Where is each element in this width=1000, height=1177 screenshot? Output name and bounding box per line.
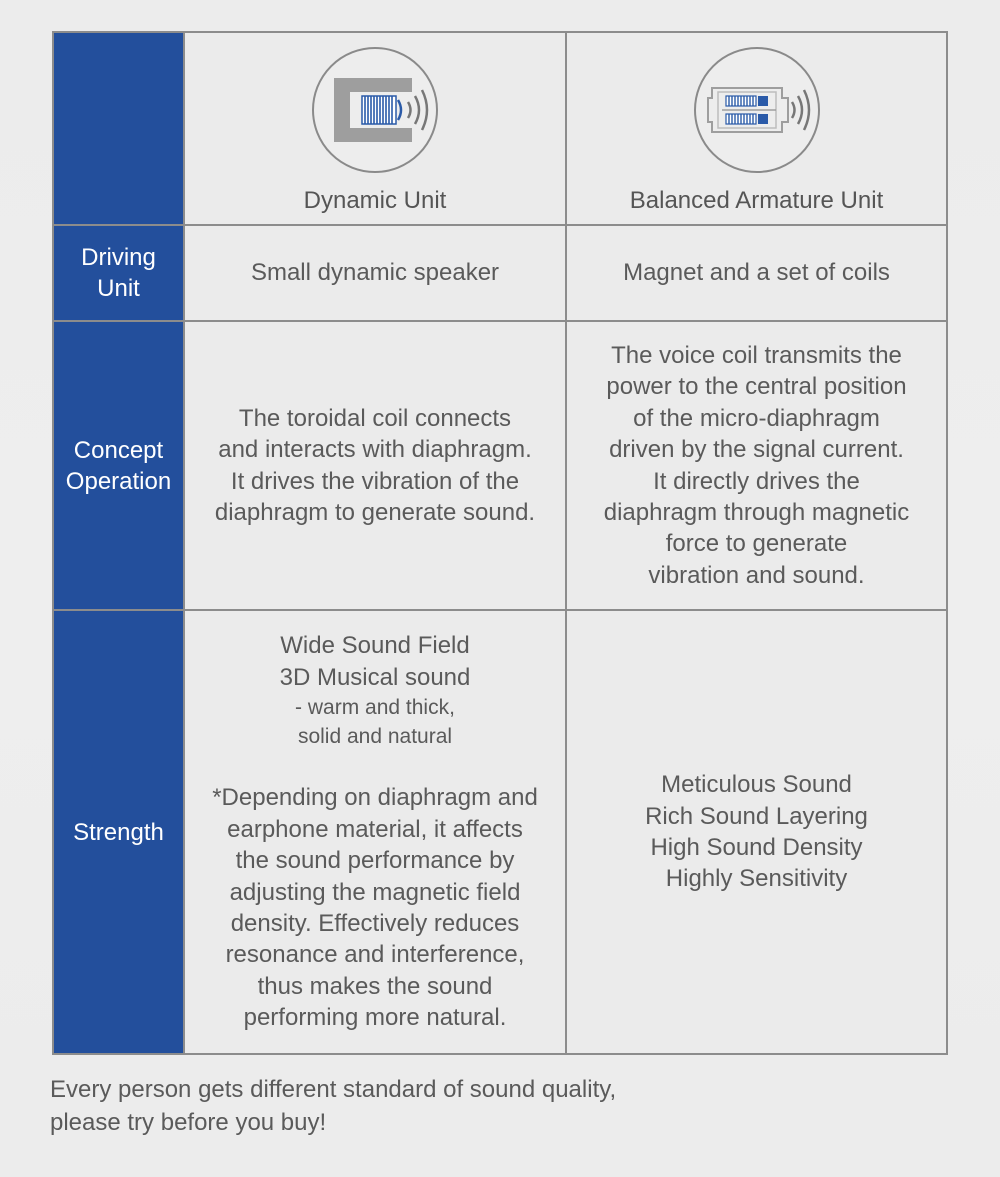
comparison-table: Dynamic Unit [52, 31, 948, 1055]
row-label-line: Concept [73, 436, 164, 464]
text-line: vibration and sound. [648, 561, 865, 589]
text-line: Meticulous Sound [661, 771, 852, 799]
row-label-line: Operation [65, 467, 172, 495]
text-line: Rich Sound Layering [645, 802, 868, 830]
balanced-armature-icon [693, 47, 820, 173]
strength-dynamic: Wide Sound Field 3D Musical sound - warm… [185, 611, 567, 1053]
text-line: It drives the vibration of the [230, 467, 520, 495]
footer-line: Every person gets different standard of … [50, 1076, 617, 1103]
text-line: earphone material, it affects [227, 815, 523, 843]
text-line: resonance and interference, [225, 941, 525, 969]
header-dynamic-unit: Dynamic Unit [185, 33, 567, 226]
driving-unit-balanced-armature: Magnet and a set of coils [567, 226, 946, 322]
text-line: power to the central position [606, 373, 907, 401]
header-label-balanced-armature: Balanced Armature Unit [629, 187, 884, 214]
text-line: 3D Musical sound [279, 663, 471, 691]
spacer [212, 751, 538, 782]
text-line: The toroidal coil connects [238, 404, 512, 432]
text-line: of the micro-diaphragm [633, 404, 880, 432]
row-label-concept-operation: Concept Operation [54, 322, 185, 611]
text-line: Highly Sensitivity [665, 865, 848, 893]
text-line-small: - warm and thick, [295, 696, 455, 720]
text-line: the sound performance by [235, 847, 515, 875]
text-line: diaphragm through magnetic [603, 498, 910, 526]
row-label-strength: Strength [54, 611, 185, 1053]
driving-unit-dynamic: Small dynamic speaker [185, 226, 567, 322]
text-line: High Sound Density [650, 834, 863, 861]
row-label-line: Driving [81, 244, 156, 271]
row-label-line: Unit [97, 275, 140, 302]
text-line: thus makes the sound [257, 972, 493, 1000]
concept-operation-dynamic: The toroidal coil connects and interacts… [185, 322, 567, 611]
footer-line: please try before you buy! [50, 1109, 327, 1136]
footer-note: Every person gets different standard of … [50, 1073, 616, 1139]
text-line: and interacts with diaphragm. [218, 436, 532, 464]
text-line: adjusting the magnetic field [229, 878, 521, 906]
text-line: It directly drives the [653, 467, 860, 495]
text-line-small: solid and natural [297, 725, 453, 749]
dynamic-driver-icon [312, 47, 438, 173]
header-balanced-armature-unit: Balanced Armature Unit [567, 33, 946, 226]
header-label-dynamic: Dynamic Unit [303, 187, 447, 214]
concept-operation-balanced-armature: The voice coil transmits the power to th… [567, 322, 946, 611]
text-line: density. Effectively reduces [230, 909, 520, 937]
text-line: performing more natural. [243, 1004, 507, 1032]
row-label-driving-unit: Driving Unit [54, 226, 185, 322]
text-line: Wide Sound Field [280, 632, 470, 660]
strength-balanced-armature: Meticulous Sound Rich Sound Layering Hig… [567, 611, 946, 1053]
table-corner [54, 33, 185, 226]
text-line: The voice coil transmits the [611, 341, 902, 369]
text-line: driven by the signal current. [609, 436, 904, 464]
text-line: force to generate [665, 530, 848, 558]
text-line: diaphragm to generate sound. [214, 498, 536, 526]
text-line: *Depending on diaphragm and [212, 784, 538, 812]
